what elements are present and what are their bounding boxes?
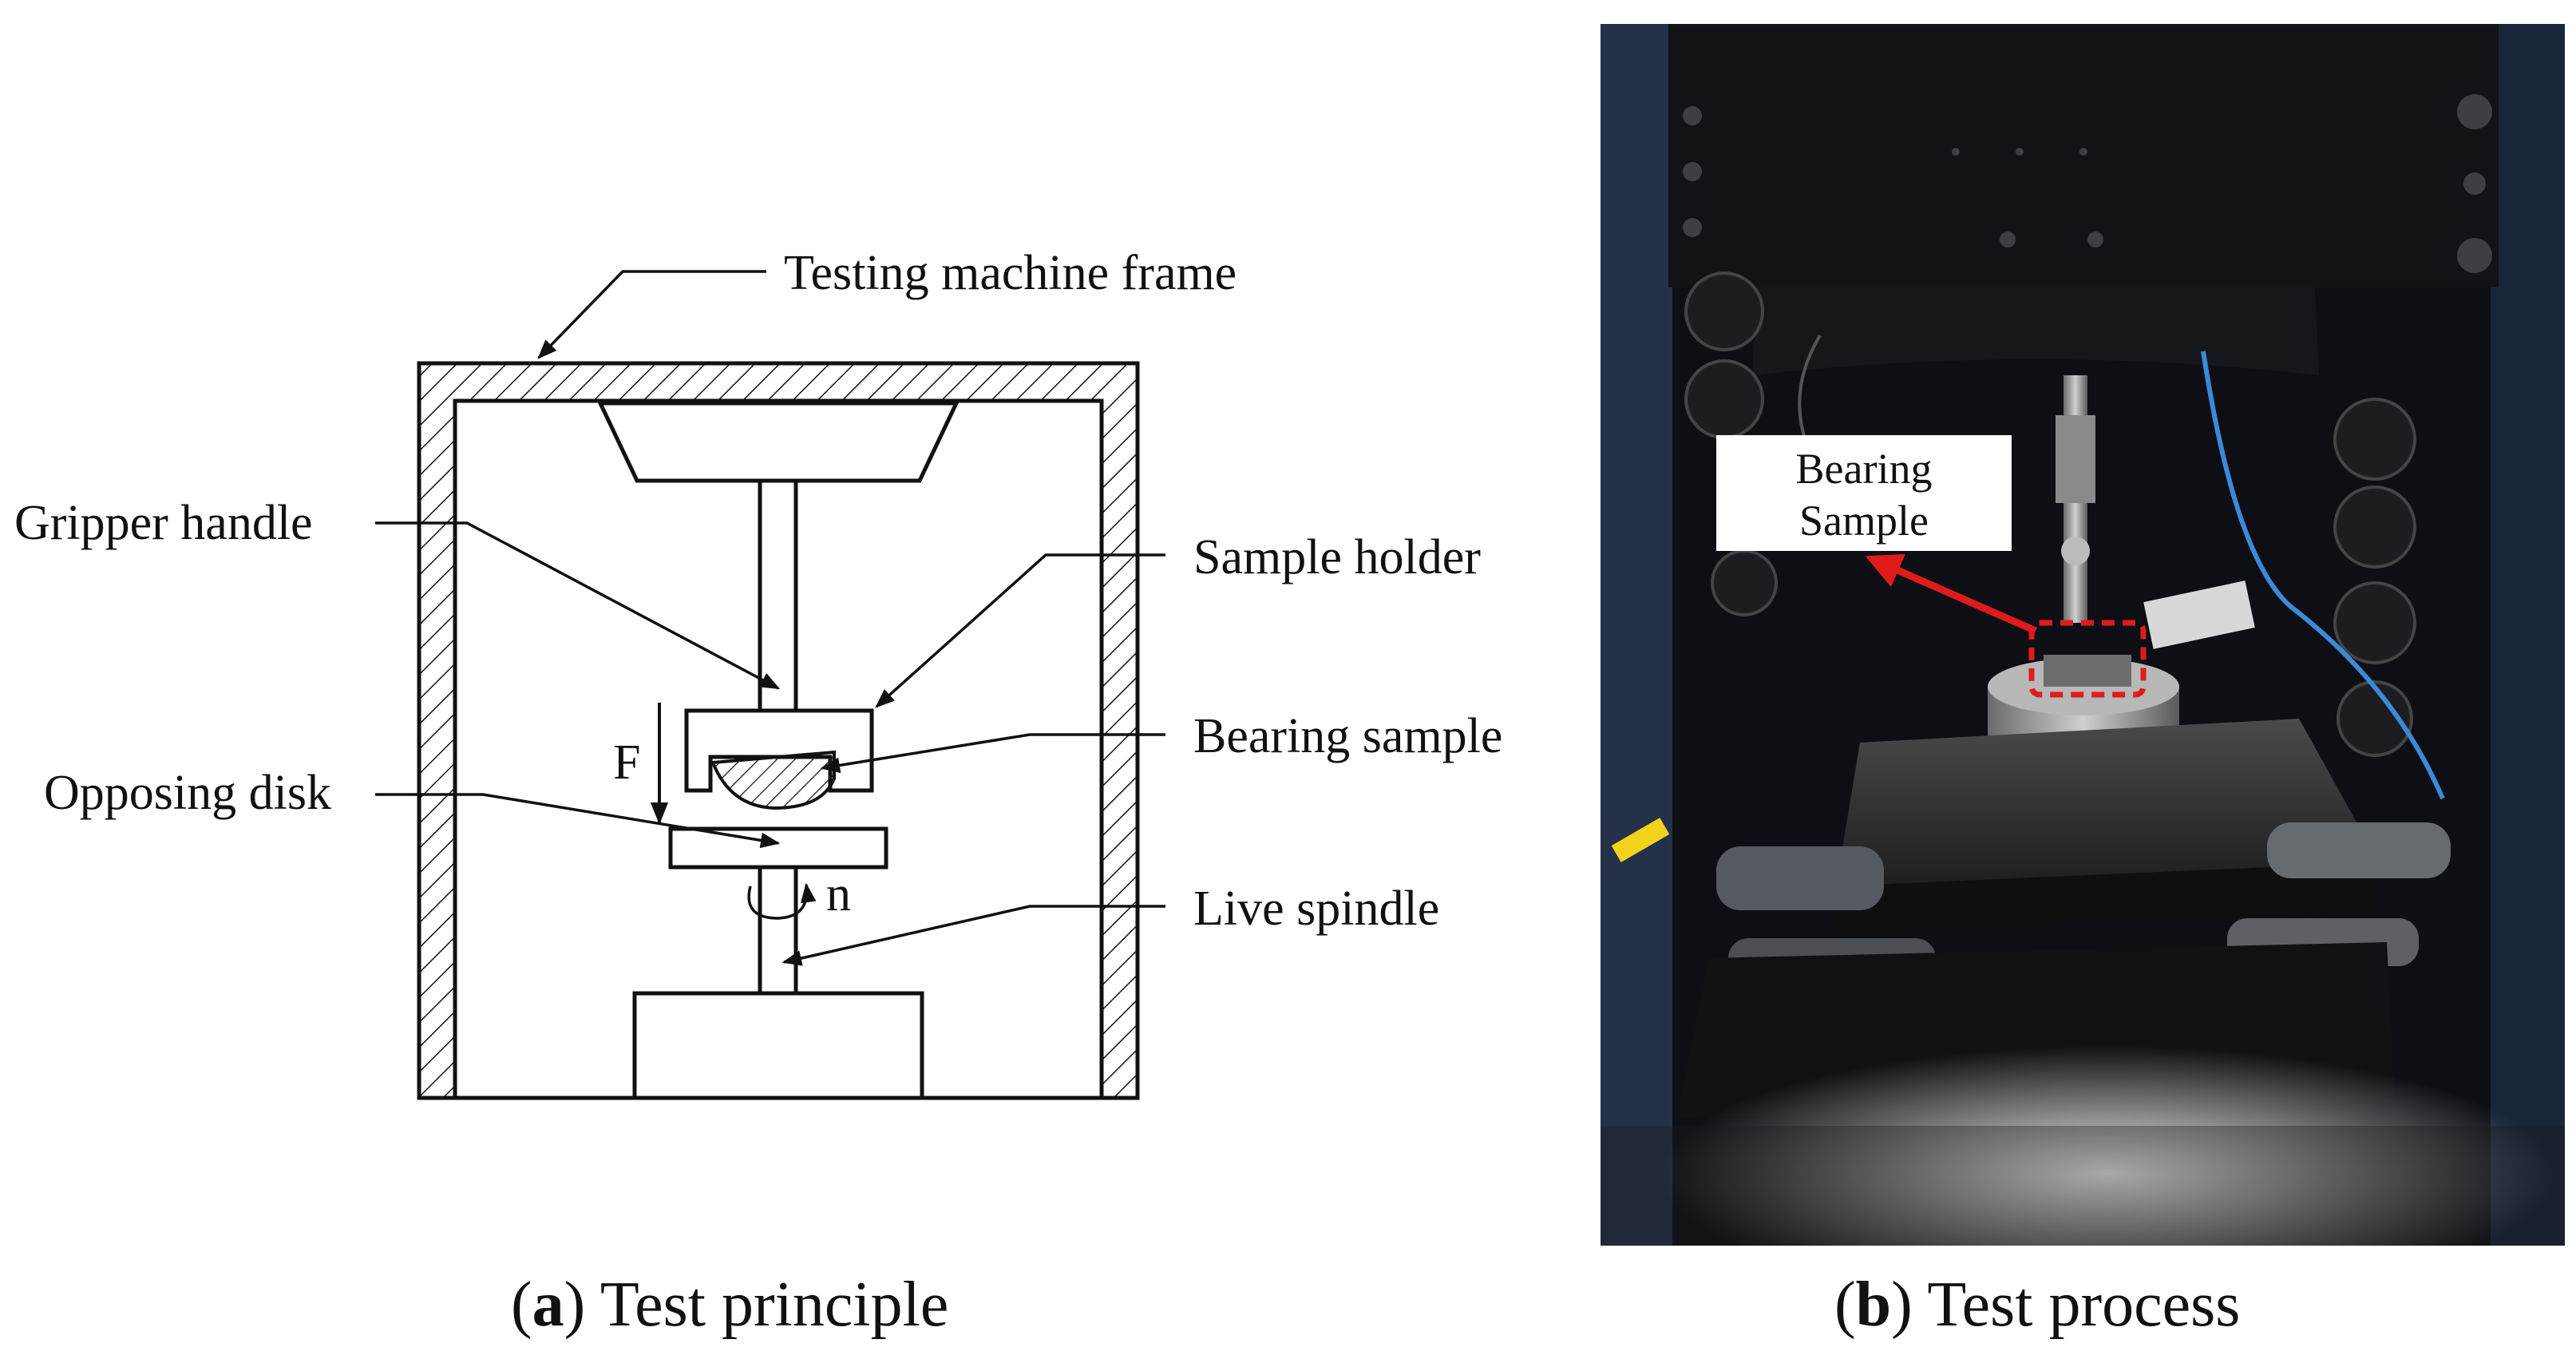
upper-shaft xyxy=(758,478,798,713)
frame-label: Testing machine frame xyxy=(784,246,1237,300)
holder-leader xyxy=(875,553,1165,708)
caption-b-text: Test process xyxy=(1927,1270,2240,1340)
rotation-arrow xyxy=(747,882,817,920)
disk-leader xyxy=(375,793,781,849)
bearing-leader xyxy=(820,733,1165,774)
sample-highlight-box xyxy=(2028,620,2147,698)
panel-a-diagram: F n Testing machine frame Gripper handle… xyxy=(14,246,1502,1340)
caption-a: (a) Test principle xyxy=(511,1270,948,1340)
caption-a-text: Test principle xyxy=(600,1270,948,1340)
lower-spindle xyxy=(758,865,798,996)
holder-label: Sample holder xyxy=(1193,530,1481,584)
callout-arrow xyxy=(1865,553,2037,635)
callout-box xyxy=(1716,435,2012,551)
base-block xyxy=(632,991,924,1100)
spindle-leader xyxy=(782,905,1165,966)
callout-line2: Sample xyxy=(1799,497,1929,545)
frame-leader xyxy=(537,270,766,359)
load-head xyxy=(597,401,960,483)
disk-label: Opposing disk xyxy=(44,766,331,820)
bearing-label: Bearing sample xyxy=(1193,709,1502,763)
spindle-label: Live spindle xyxy=(1193,882,1439,936)
caption-b: (b) Test process xyxy=(1834,1270,2240,1340)
caption-b-letter: b xyxy=(1856,1270,1892,1340)
force-label: F xyxy=(613,735,640,790)
rotation-label: n xyxy=(826,867,851,921)
callout-line1: Bearing xyxy=(1796,445,1933,493)
opposing-disk xyxy=(668,826,888,870)
gripper-leader xyxy=(375,521,781,690)
bearing-sample-shape xyxy=(710,750,836,810)
panel-b-photo: Bearing Sample (b) Test process xyxy=(1601,24,2565,1340)
gripper-label: Gripper handle xyxy=(14,496,313,550)
caption-a-letter: a xyxy=(532,1270,564,1340)
